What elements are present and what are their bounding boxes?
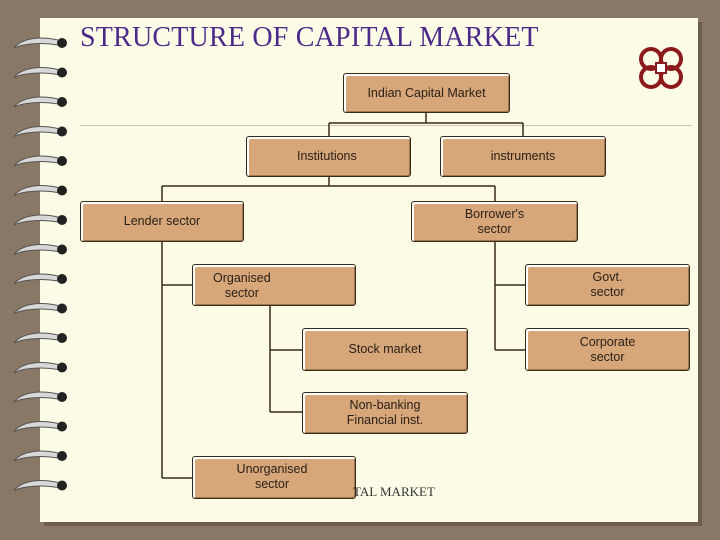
binder-hole <box>57 303 67 314</box>
node-unorganised-sector: Unorganised sector <box>192 456 356 499</box>
binder-ring <box>13 37 59 49</box>
binder-ring <box>13 214 59 226</box>
binder-hole <box>57 274 67 284</box>
binder-hole <box>57 451 67 461</box>
node-label: Organised sector <box>213 271 271 300</box>
binder-hole <box>57 362 67 373</box>
title-rule <box>80 125 692 126</box>
node-govt-sector: Govt. sector <box>525 264 690 306</box>
node-lender-sector: Lender sector <box>80 201 244 242</box>
node-label: Indian Capital Market <box>367 85 486 100</box>
node-label: Non-banking Financial inst. <box>346 398 424 427</box>
node-label: Borrower's sector <box>464 206 525 236</box>
node-label: Govt. sector <box>590 270 625 299</box>
binder-hole <box>57 333 67 343</box>
binder-ring <box>13 67 59 78</box>
binder-hole <box>57 185 67 196</box>
binder-hole <box>57 480 67 491</box>
binder-hole <box>57 38 67 48</box>
binder-hole <box>57 97 67 107</box>
binder-hole <box>57 392 67 402</box>
binder-ring <box>13 185 59 196</box>
binder-hole <box>57 126 67 137</box>
logo-icon <box>639 47 683 89</box>
node-organised-sector: Organised sector <box>192 264 356 306</box>
node-instruments: instruments <box>440 136 606 177</box>
binder-ring <box>13 96 59 108</box>
binder-rings <box>13 37 67 491</box>
node-borrower-sector: Borrower's sector <box>411 201 578 242</box>
binder-ring <box>13 450 59 462</box>
binder-ring <box>13 480 59 491</box>
binder-ring <box>13 155 59 167</box>
binder-ring <box>13 126 59 137</box>
binder-ring <box>13 421 59 432</box>
node-label: Stock market <box>348 342 422 356</box>
binder-ring <box>13 273 59 285</box>
binder-ring <box>13 303 59 314</box>
binder-ring <box>13 244 59 255</box>
footer-text: TAL MARKET <box>353 484 435 499</box>
node-non-banking-financial-inst: Non-banking Financial inst. <box>302 392 468 434</box>
node-institutions: Institutions <box>246 136 411 177</box>
binder-ring <box>13 362 59 373</box>
node-indian-capital-market: Indian Capital Market <box>343 73 510 113</box>
node-label: Lender sector <box>123 214 201 228</box>
node-label: Corporate sector <box>579 334 636 364</box>
binder-ring <box>13 332 59 344</box>
binder-hole <box>57 156 67 166</box>
slide-title: STRUCTURE OF CAPITAL MARKET <box>80 22 539 53</box>
node-corporate-sector: Corporate sector <box>525 328 690 371</box>
node-label: Institutions <box>297 149 357 163</box>
node-label: Unorganised sector <box>236 462 308 491</box>
binder-ring <box>13 391 59 403</box>
binder-hole <box>57 421 67 432</box>
binder-hole <box>57 67 67 78</box>
node-label: instruments <box>490 149 556 163</box>
binder-hole <box>57 215 67 225</box>
binder-hole <box>57 244 67 255</box>
node-stock-market: Stock market <box>302 328 468 371</box>
